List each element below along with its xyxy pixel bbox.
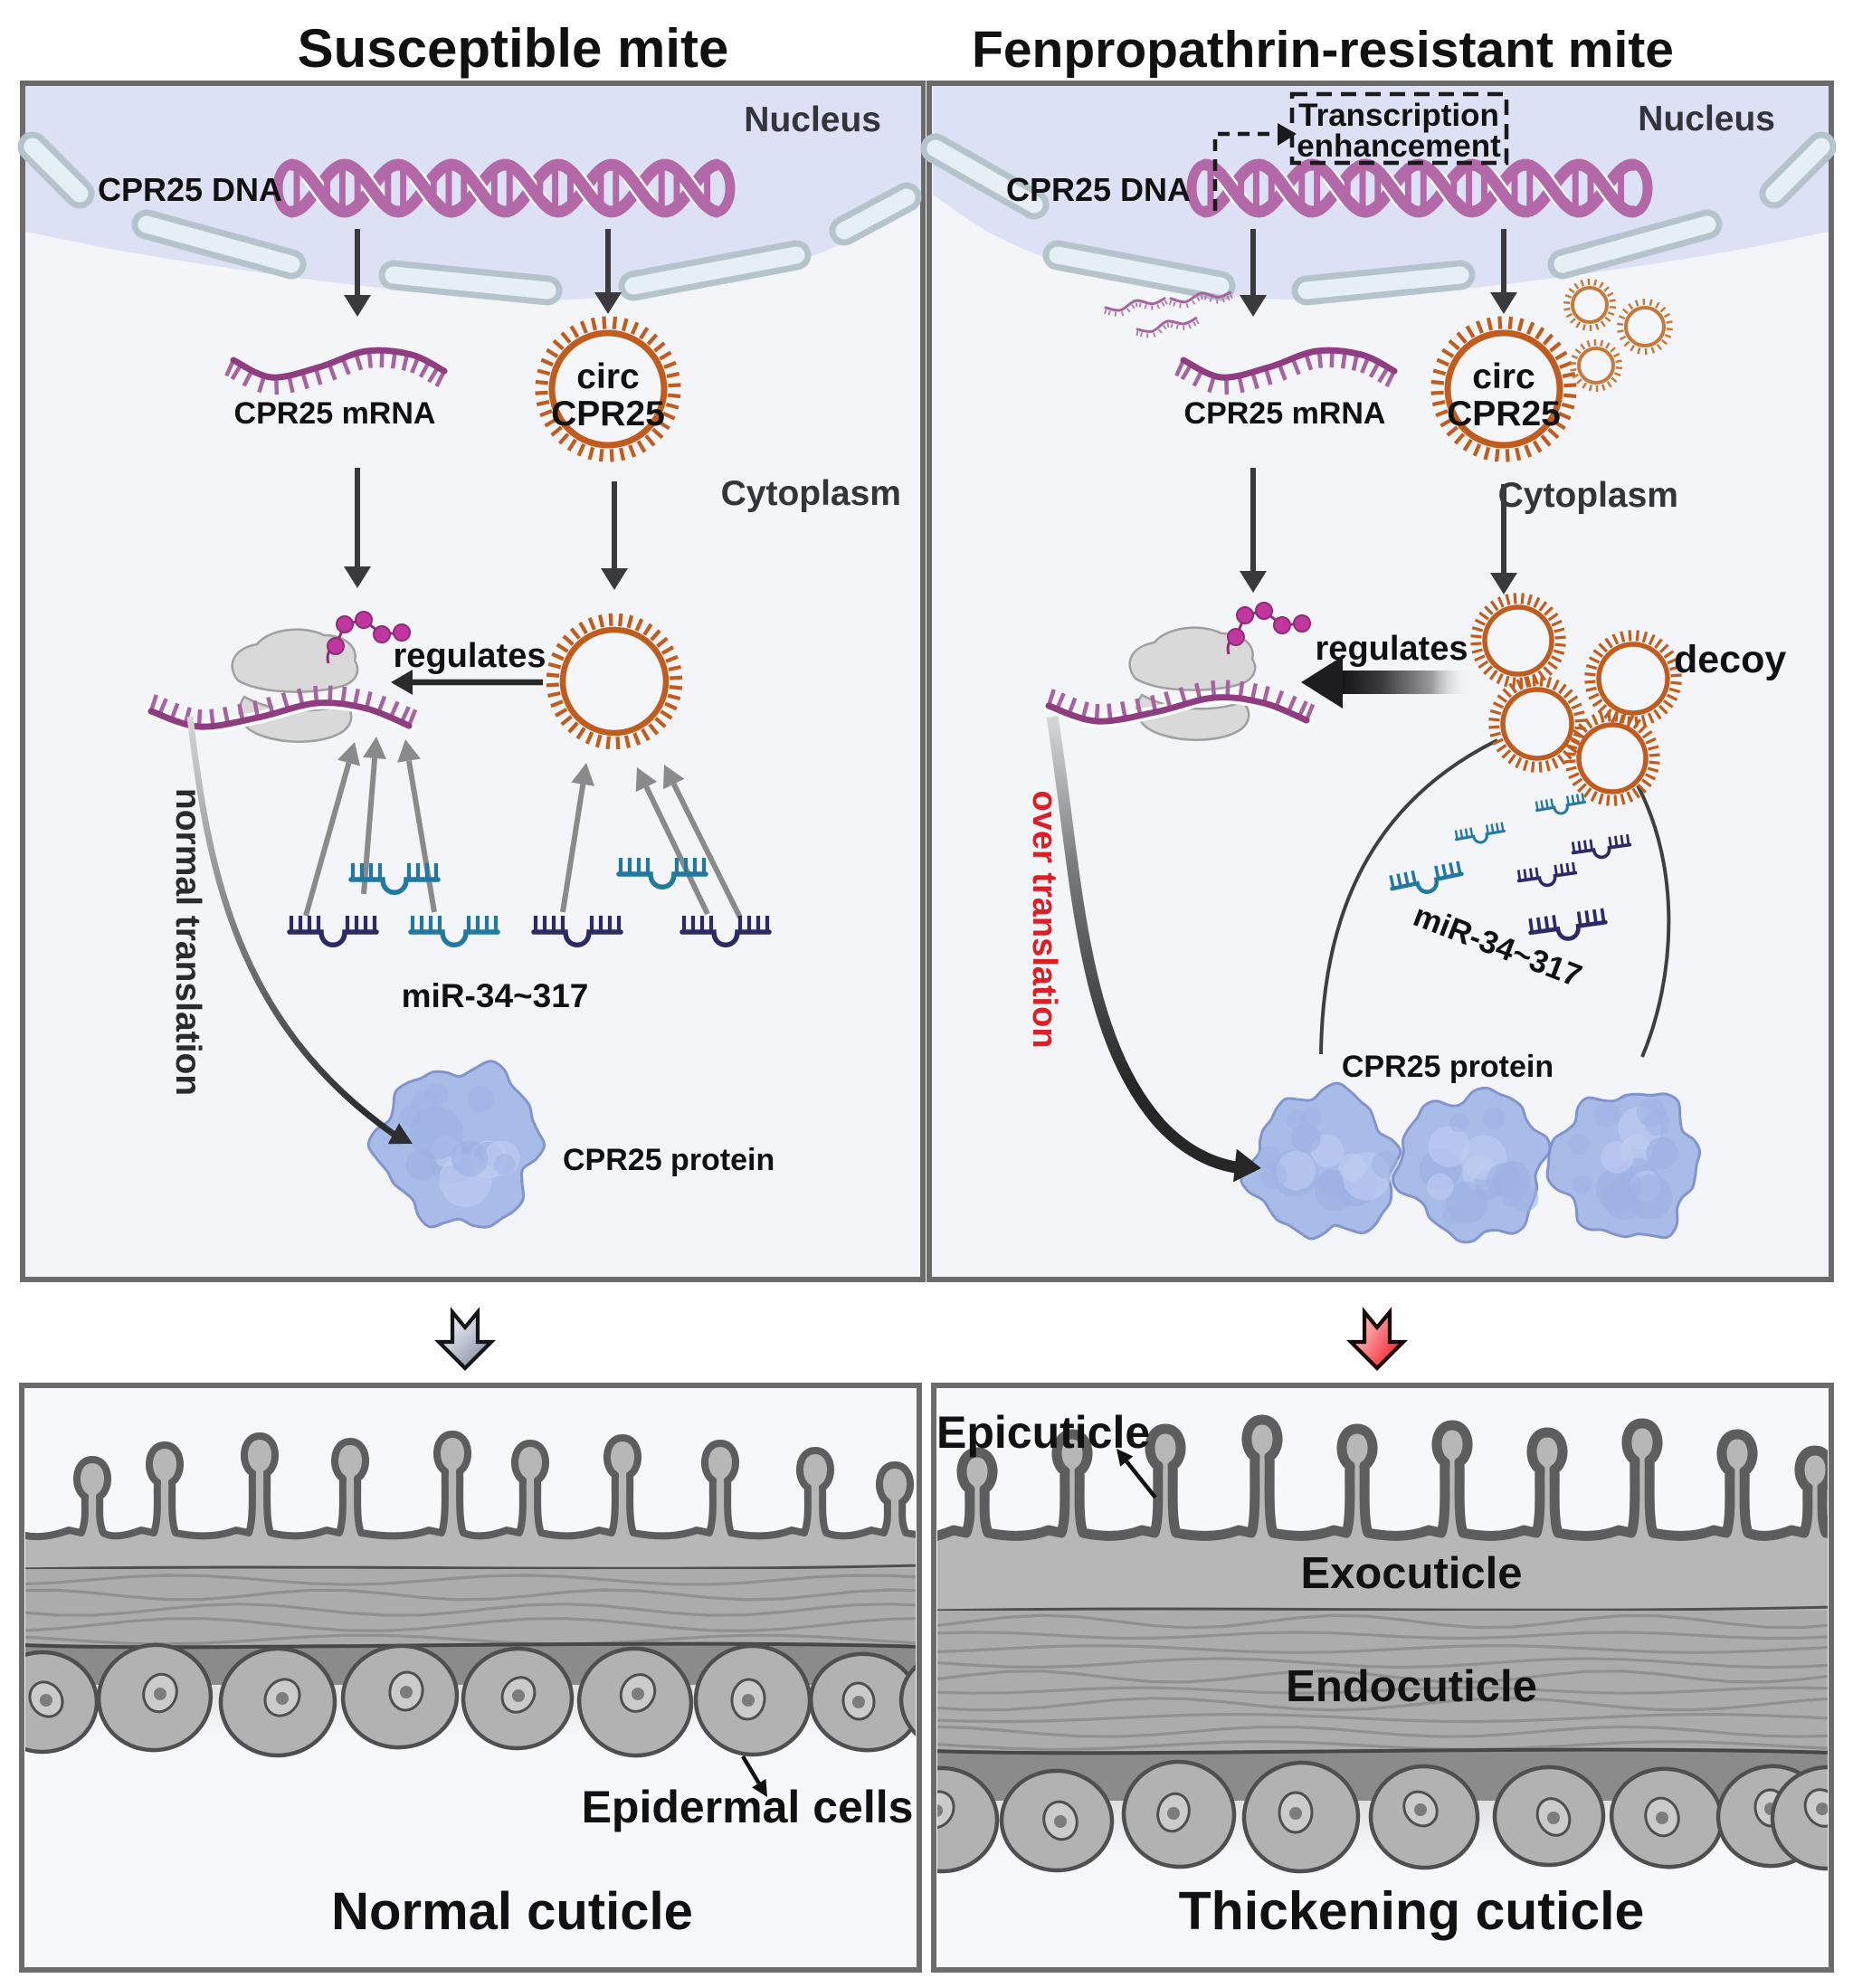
svg-text:CPR25 mRNA: CPR25 mRNA [1184, 396, 1386, 431]
svg-text:miR-34~317: miR-34~317 [402, 977, 589, 1014]
svg-text:circ: circ [1472, 357, 1535, 396]
svg-text:Endocuticle: Endocuticle [1286, 1662, 1537, 1711]
svg-text:CPR25 DNA: CPR25 DNA [98, 171, 282, 208]
svg-text:enhancement: enhancement [1297, 128, 1501, 164]
svg-text:CPR25: CPR25 [551, 395, 665, 433]
svg-text:Cytoplasm: Cytoplasm [1498, 476, 1678, 515]
svg-text:Fenpropathrin-resistant mite: Fenpropathrin-resistant mite [972, 21, 1674, 79]
svg-text:decoy: decoy [1674, 638, 1786, 681]
svg-text:Transcription: Transcription [1298, 98, 1499, 133]
svg-text:CPR25: CPR25 [1447, 395, 1561, 433]
svg-text:circ: circ [576, 357, 639, 396]
svg-text:Susceptible mite: Susceptible mite [298, 18, 729, 79]
svg-text:Epidermal cells: Epidermal cells [582, 1782, 914, 1832]
svg-text:Normal cuticle: Normal cuticle [331, 1882, 693, 1941]
svg-text:CPR25 protein: CPR25 protein [1342, 1050, 1554, 1084]
svg-text:normal translation: normal translation [168, 788, 207, 1096]
svg-text:CPR25 protein: CPR25 protein [563, 1143, 774, 1177]
svg-text:Cytoplasm: Cytoplasm [721, 474, 901, 513]
svg-text:Nucleus: Nucleus [1638, 100, 1775, 138]
svg-text:CPR25 mRNA: CPR25 mRNA [234, 396, 436, 431]
svg-text:Exocuticle: Exocuticle [1300, 1549, 1522, 1598]
svg-text:Thickening cuticle: Thickening cuticle [1179, 1881, 1645, 1941]
svg-text:CPR25 DNA: CPR25 DNA [1006, 171, 1191, 208]
svg-text:over translation: over translation [1025, 790, 1063, 1048]
svg-text:Epicuticle: Epicuticle [936, 1407, 1150, 1458]
svg-text:regulates: regulates [394, 637, 546, 675]
svg-text:Nucleus: Nucleus [744, 100, 881, 139]
